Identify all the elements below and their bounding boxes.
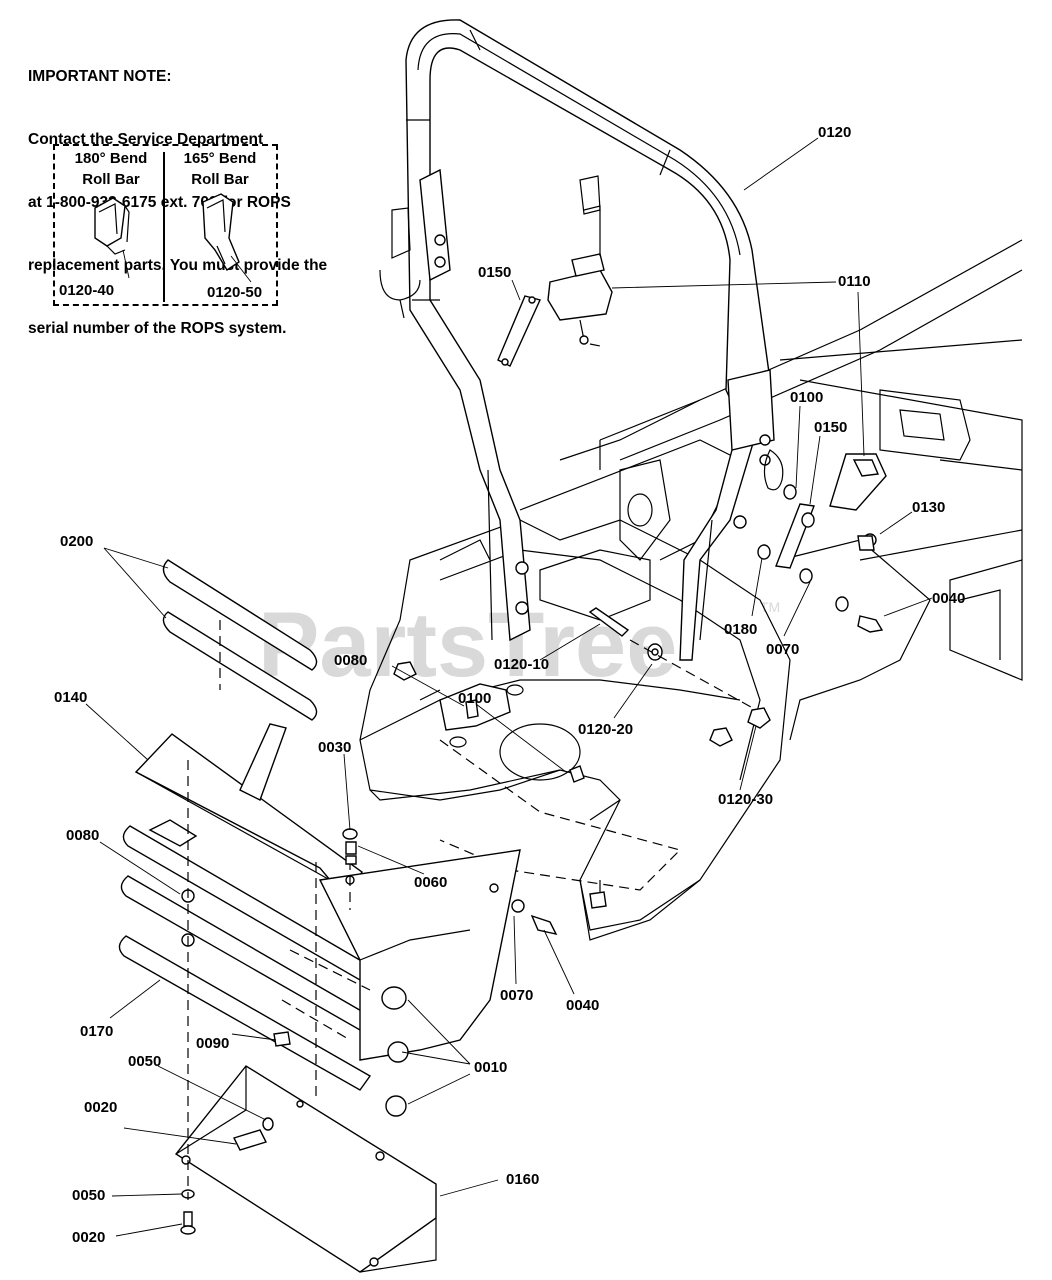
inset-left-code: 0120-40 [59, 282, 115, 299]
watermark-text: PartsTree [258, 594, 677, 696]
roll-bar-variants-inset: 180° Bend Roll Bar 165° Bend Roll Bar 01… [53, 144, 278, 306]
callout-0150-right: 0150 [814, 419, 847, 436]
callout-0200: 0200 [60, 533, 93, 550]
inset-part-drawings [94, 193, 252, 283]
inset-right-title: 165° Bend Roll Bar [167, 148, 273, 190]
rops-roll-bar [379, 19, 784, 661]
callout-0020-lower: 0020 [72, 1229, 105, 1246]
callout-labels: 0120 0110 0150 0100 0150 0130 0040 0070 … [54, 124, 965, 1246]
callout-0140: 0140 [54, 689, 87, 706]
callout-0100-lower: 0100 [458, 690, 491, 707]
roll-bar-180-icon [94, 197, 130, 255]
callout-0060: 0060 [414, 874, 447, 891]
bottom-fasteners [180, 760, 358, 1235]
callout-0120: 0120 [818, 124, 851, 141]
callout-0160: 0160 [506, 1171, 539, 1188]
note-line-3: replacement parts. You must provide the [28, 257, 328, 274]
callout-0110: 0110 [838, 273, 871, 290]
seat-belt-strap-0150-left [497, 295, 541, 367]
callout-0120-20: 0120-20 [578, 721, 633, 738]
note-line-1: Contact the Service Department [28, 131, 264, 148]
callout-0030: 0030 [318, 739, 351, 756]
roll-bar-hardware [393, 484, 884, 909]
inset-right-title-2: Roll Bar [191, 171, 249, 188]
callout-0090: 0090 [196, 1035, 229, 1052]
callout-0120-10: 0120-10 [494, 656, 549, 673]
inset-right-leader [230, 255, 252, 283]
callout-0010: 0010 [474, 1059, 507, 1076]
inset-left-title-2: Roll Bar [82, 171, 140, 188]
inset-right-code: 0120-50 [207, 284, 263, 301]
inset-right-title-1: 165° Bend [183, 150, 257, 167]
callout-0080-upper: 0080 [334, 652, 367, 669]
callout-0020-upper: 0020 [84, 1099, 117, 1116]
seat-belt-latch-right [775, 453, 887, 569]
bottom-plate-0160 [174, 1065, 437, 1273]
callout-0070-lower: 0070 [500, 987, 533, 1004]
tubes-0200 [162, 559, 318, 721]
callout-0040-upper: 0040 [932, 590, 965, 607]
note-heading: IMPORTANT NOTE: [28, 68, 172, 85]
callout-0100-upper: 0100 [790, 389, 823, 406]
watermark: PartsTree TM [258, 594, 780, 696]
inset-left-title: 180° Bend Roll Bar [63, 148, 159, 190]
leader-lines [85, 137, 933, 1237]
note-line-4: serial number of the ROPS system. [28, 320, 287, 337]
inset-left-leader [122, 249, 130, 279]
callout-0120-30: 0120-30 [718, 791, 773, 808]
callout-0080-lower: 0080 [66, 827, 99, 844]
callout-0050-lower: 0050 [72, 1187, 105, 1204]
seat-belt-buckle [547, 175, 613, 347]
guard-frame-0170 [118, 819, 558, 1117]
callout-0170: 0170 [80, 1023, 113, 1040]
roll-bar-165-icon [202, 193, 240, 271]
callout-0070-upper: 0070 [766, 641, 799, 658]
callout-0180: 0180 [724, 621, 757, 638]
callout-0130: 0130 [912, 499, 945, 516]
inset-left-title-1: 180° Bend [74, 150, 148, 167]
inset-divider [163, 152, 165, 302]
callout-0050-upper: 0050 [128, 1053, 161, 1070]
callout-0150-left: 0150 [478, 264, 511, 281]
callout-0040-lower: 0040 [566, 997, 599, 1014]
